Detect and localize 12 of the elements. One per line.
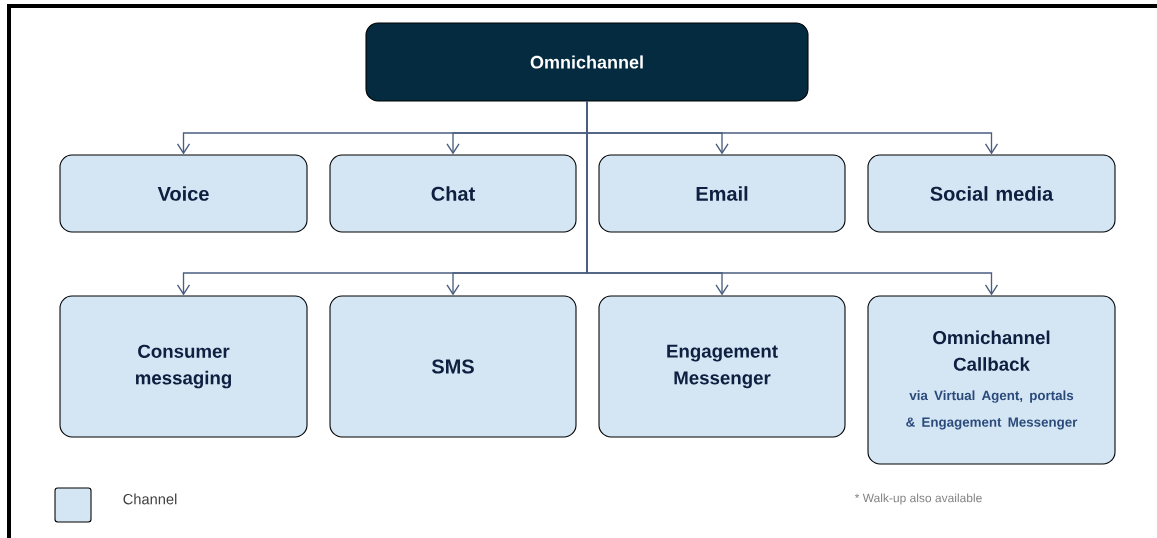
channel-box: SMS [329,295,577,438]
channel-box: Consumer messaging [59,295,308,438]
footnote: * Walk-up also available [854,493,982,505]
arrow [586,100,999,296]
channel-box: Social media [867,154,1116,233]
header-box: Omnichannel [365,22,809,102]
channel-box: Email [598,154,846,233]
channel-box: Voice [59,154,308,233]
legend-label: Channel [123,493,177,505]
channel-box: Omnichannel Callback via Virtual Agent, portals & Engagement Messenger [867,295,1116,465]
channel-box: Chat [329,154,577,233]
channel-box: Engagement Messenger [598,295,846,438]
